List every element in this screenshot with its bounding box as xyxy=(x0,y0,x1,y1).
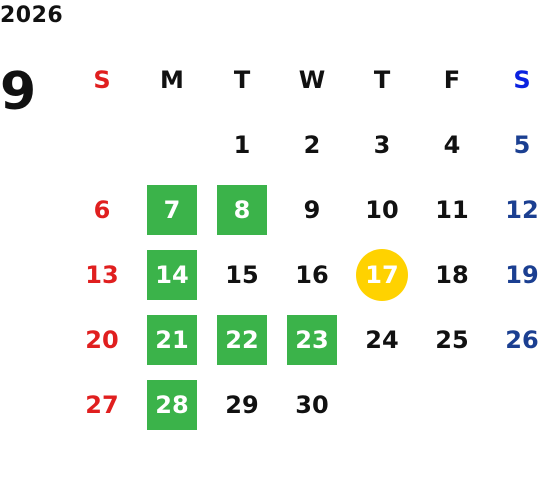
day-number: 13 xyxy=(85,260,119,289)
week-row: 13 14 15 16 17 18 19 xyxy=(67,242,548,307)
highlighted-day: 7 xyxy=(147,184,197,235)
day-number: 4 xyxy=(443,130,461,159)
day-cell[interactable]: 1 xyxy=(207,120,277,170)
weekday-sunday: S xyxy=(93,66,111,94)
day-cell[interactable]: 8 xyxy=(207,184,277,235)
today-marker: 17 xyxy=(356,248,408,301)
highlighted-day: 23 xyxy=(287,314,337,365)
day-cell[interactable]: 26 xyxy=(487,315,548,365)
weekday-tuesday: T xyxy=(233,66,251,94)
day-number: 24 xyxy=(365,325,399,354)
day-cell[interactable]: 4 xyxy=(417,120,487,170)
day-cell[interactable]: 30 xyxy=(277,380,347,430)
highlighted-day: 22 xyxy=(217,314,267,365)
day-cell xyxy=(487,380,548,430)
day-number: 16 xyxy=(295,260,329,289)
day-cell[interactable]: 6 xyxy=(67,185,137,235)
highlighted-day: 14 xyxy=(147,249,197,300)
highlighted-day: 8 xyxy=(217,184,267,235)
day-number xyxy=(77,120,127,170)
day-number: 27 xyxy=(85,390,119,419)
weekday-header-row: S M T W T F S xyxy=(67,48,548,112)
day-number: 1 xyxy=(233,130,251,159)
day-cell xyxy=(67,120,137,170)
day-number: 5 xyxy=(513,130,531,159)
day-number xyxy=(147,120,197,170)
calendar-month: 9 xyxy=(0,62,37,122)
day-number xyxy=(357,380,407,430)
day-number: 25 xyxy=(435,325,469,354)
day-cell[interactable]: 12 xyxy=(487,185,548,235)
highlighted-day: 21 xyxy=(147,314,197,365)
day-cell[interactable]: 15 xyxy=(207,250,277,300)
day-cell[interactable]: 14 xyxy=(137,249,207,300)
day-cell xyxy=(137,120,207,170)
day-cell[interactable]: 27 xyxy=(67,380,137,430)
day-number: 18 xyxy=(435,260,469,289)
day-cell[interactable]: 29 xyxy=(207,380,277,430)
day-number: 19 xyxy=(505,260,539,289)
day-cell[interactable]: 9 xyxy=(277,185,347,235)
day-cell[interactable]: 20 xyxy=(67,315,137,365)
day-cell[interactable]: 24 xyxy=(347,315,417,365)
weekday-wednesday: W xyxy=(298,66,326,94)
day-number: 15 xyxy=(225,260,259,289)
day-number: 12 xyxy=(505,195,539,224)
day-number: 29 xyxy=(225,390,259,419)
day-cell[interactable]: 13 xyxy=(67,250,137,300)
day-cell[interactable]: 21 xyxy=(137,314,207,365)
week-row: 1 2 3 4 5 xyxy=(67,112,548,177)
day-number: 3 xyxy=(373,130,391,159)
day-cell[interactable]: 28 xyxy=(137,379,207,430)
week-row: 20 21 22 23 24 25 26 xyxy=(67,307,548,372)
day-number xyxy=(497,380,547,430)
day-cell[interactable]: 7 xyxy=(137,184,207,235)
day-number xyxy=(427,380,477,430)
day-cell[interactable]: 3 xyxy=(347,120,417,170)
weekday-monday: M xyxy=(160,66,184,94)
day-number: 6 xyxy=(93,195,111,224)
day-number: 20 xyxy=(85,325,119,354)
day-cell[interactable]: 2 xyxy=(277,120,347,170)
day-cell[interactable]: 11 xyxy=(417,185,487,235)
day-cell[interactable]: 23 xyxy=(277,314,347,365)
day-cell xyxy=(417,380,487,430)
day-number: 26 xyxy=(505,325,539,354)
weekday-thursday: T xyxy=(373,66,391,94)
day-cell[interactable]: 16 xyxy=(277,250,347,300)
day-number: 9 xyxy=(303,195,321,224)
day-number: 2 xyxy=(303,130,321,159)
day-cell[interactable]: 18 xyxy=(417,250,487,300)
weekday-saturday: S xyxy=(513,66,531,94)
weekday-friday: F xyxy=(443,66,461,94)
week-row: 27 28 29 30 xyxy=(67,372,548,437)
day-cell[interactable]: 17 xyxy=(347,248,417,301)
day-cell[interactable]: 19 xyxy=(487,250,548,300)
day-number: 30 xyxy=(295,390,329,419)
day-cell[interactable]: 22 xyxy=(207,314,277,365)
day-number: 10 xyxy=(365,195,399,224)
week-row: 6 7 8 9 10 11 12 xyxy=(67,177,548,242)
calendar-year: 2026 xyxy=(0,3,64,28)
day-cell[interactable]: 5 xyxy=(487,120,548,170)
day-number: 11 xyxy=(435,195,469,224)
calendar-grid: S M T W T F S 1 2 3 4 5 6 7 8 9 10 11 12… xyxy=(67,48,548,437)
day-cell[interactable]: 25 xyxy=(417,315,487,365)
day-cell[interactable]: 10 xyxy=(347,185,417,235)
day-cell xyxy=(347,380,417,430)
highlighted-day: 28 xyxy=(147,379,197,430)
